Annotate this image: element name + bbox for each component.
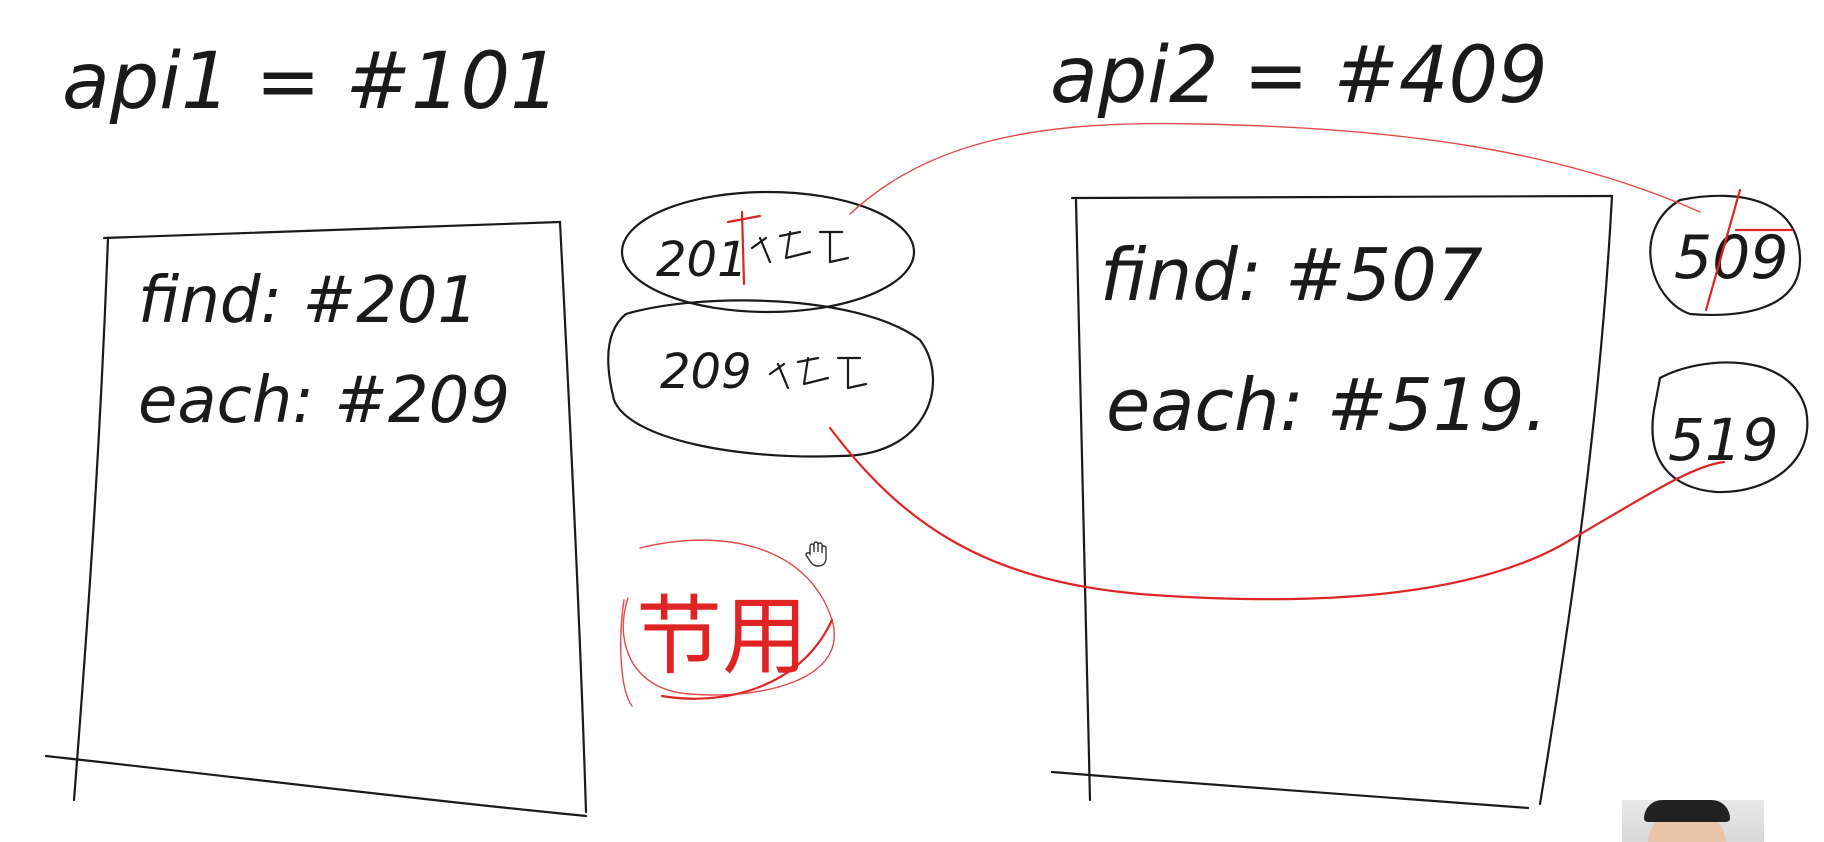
red-note: 节用 (620, 539, 835, 707)
right-title: api2 = #409 (1050, 31, 1548, 121)
bubble-519: 519 (1651, 361, 1809, 494)
red-note-label: 节用 (636, 587, 808, 687)
left-box-line-2: each: #209 (138, 364, 510, 438)
left-box-line-1: find: #201 (138, 264, 478, 338)
left-title: api1 = #101 (62, 37, 560, 127)
left-object-box (44, 220, 588, 818)
bubble-519-label: 519 (1668, 406, 1779, 474)
presenter-hair (1644, 800, 1730, 822)
hand-cursor-icon (805, 541, 827, 567)
right-object-box (1050, 194, 1614, 810)
bubble-209-label: 209 (660, 344, 752, 400)
bubble-201: 201 (620, 190, 916, 314)
right-box-line-1: find: #507 (1100, 233, 1483, 317)
right-box-line-2: each: #519. (1106, 363, 1547, 447)
bubble-509: 509 (1649, 188, 1802, 316)
connector-209-to-519 (828, 426, 1726, 601)
bubble-201-label: 201 (656, 232, 748, 288)
bubble-209: 209 (607, 299, 935, 458)
bubble-509-label: 509 (1674, 223, 1789, 293)
presenter-webcam-icon (1622, 800, 1764, 842)
connector-201-to-509 (849, 122, 1701, 215)
